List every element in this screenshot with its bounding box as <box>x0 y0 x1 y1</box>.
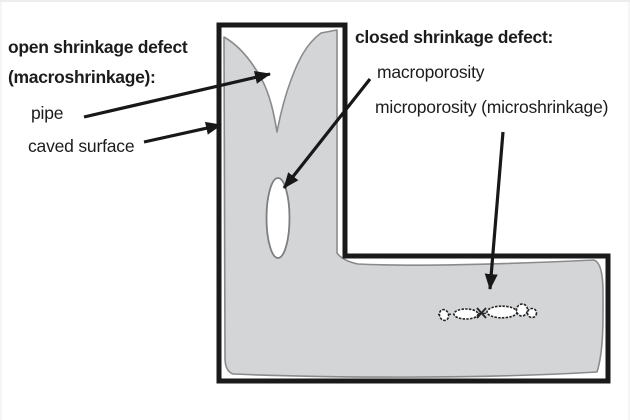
microporosity-arrow <box>484 131 505 290</box>
pipe-arrow <box>83 71 271 119</box>
label-macroporosity: macroporosity <box>377 62 485 82</box>
caved-surface-arrow <box>143 121 222 144</box>
label-pipe: pipe <box>31 103 64 123</box>
casting-outline <box>216 22 611 384</box>
label-caved-surface: caved surface <box>28 136 135 156</box>
macroporosity-arrow <box>282 78 372 189</box>
macroporosity-void <box>265 177 291 259</box>
label-closed-shrinkage-title: closed shrinkage defect: <box>355 27 554 47</box>
microporosity-cluster <box>437 303 538 322</box>
label-macroshrinkage: (macroshrinkage): <box>8 67 156 87</box>
label-microporosity: microporosity (microshrinkage) <box>375 97 609 117</box>
label-open-shrinkage-title: open shrinkage defect <box>8 37 188 57</box>
